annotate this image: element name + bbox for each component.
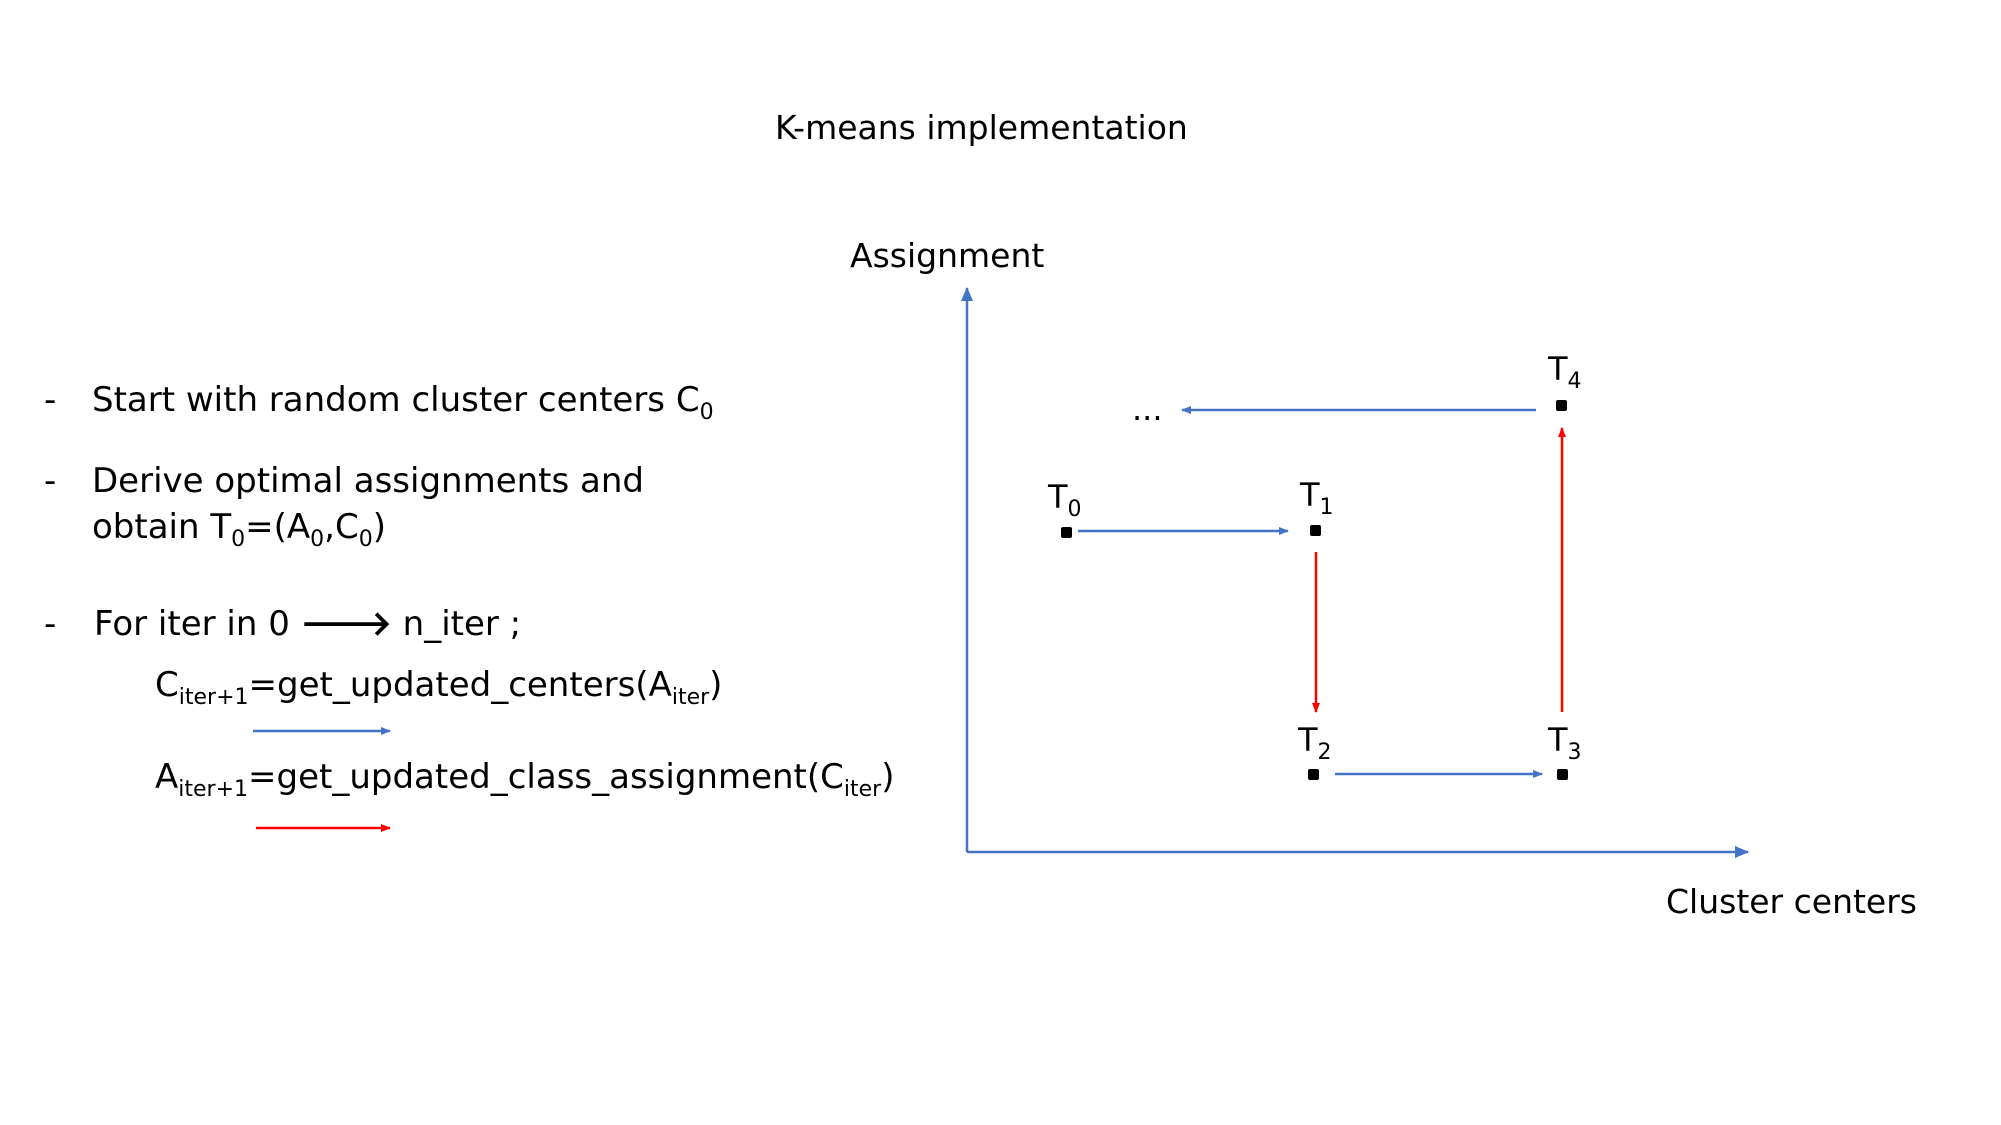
node-letter: T [1548,350,1568,388]
node-label-t2: T2 [1298,721,1332,764]
text-part: obtain T [92,507,232,547]
subscript: 2 [1317,740,1332,765]
text-part: ) [881,757,895,797]
subscript: iter [671,685,710,710]
formula-centers-update: Citer+1=get_updated_centers(Aiter) [155,665,723,709]
x-axis-label: Cluster centers [1666,882,1917,921]
subscript: 0 [699,400,714,425]
ellipsis-continuation: ... [1132,390,1163,428]
node-letter: T [1548,721,1568,759]
bullet-for-loop: For iter in 0 🡒 n_iter ; [94,604,521,644]
node-letter: T [1048,478,1068,516]
formula-assignment-update: Aiter+1=get_updated_class_assignment(Cit… [155,757,895,801]
subscript: iter [843,777,882,802]
page-title: K-means implementation [775,108,1188,147]
right-arrow-icon: 🡒 [300,604,392,644]
bullet-text: Start with random cluster centers C [92,380,700,420]
text-part: ) [372,507,386,547]
subscript: 4 [1567,369,1582,394]
y-axis-label: Assignment [850,236,1045,275]
node-dot-t4 [1556,400,1567,411]
bullet-derive-line1: Derive optimal assignments and [92,461,644,501]
text-part: =(A [245,507,311,547]
node-letter: T [1300,476,1320,514]
subscript: 3 [1567,740,1582,765]
text-part: C [155,665,179,705]
bullet-dash: - [44,604,57,644]
node-letter: T [1298,721,1318,759]
subscript: iter+1 [178,777,249,802]
subscript: 0 [1067,497,1082,522]
text-part: ,C [324,507,359,547]
text-part: A [155,757,179,797]
bullet-derive-line2: obtain T0=(A0,C0) [92,507,386,551]
text-part: For iter in 0 [94,604,301,644]
bullet-random-centers: Start with random cluster centers C0 [92,380,714,424]
node-dot-t2 [1308,769,1319,780]
text-part: =get_updated_class_assignment(C [248,757,844,797]
node-label-t3: T3 [1548,721,1582,764]
node-label-t0: T0 [1048,478,1082,521]
text-part: ) [709,665,723,705]
node-label-t4: T4 [1548,350,1582,393]
node-dot-t0 [1061,527,1072,538]
text-part: =get_updated_centers(A [248,665,672,705]
bullet-dash: - [44,380,57,420]
node-dot-t1 [1310,525,1321,536]
subscript: 0 [358,527,373,552]
subscript: 0 [231,527,246,552]
subscript: 0 [310,527,325,552]
subscript: iter+1 [178,685,249,710]
node-label-t1: T1 [1300,476,1334,519]
node-dot-t3 [1557,769,1568,780]
subscript: 1 [1319,495,1334,520]
bullet-dash: - [44,461,57,501]
text-part: n_iter ; [391,604,522,644]
